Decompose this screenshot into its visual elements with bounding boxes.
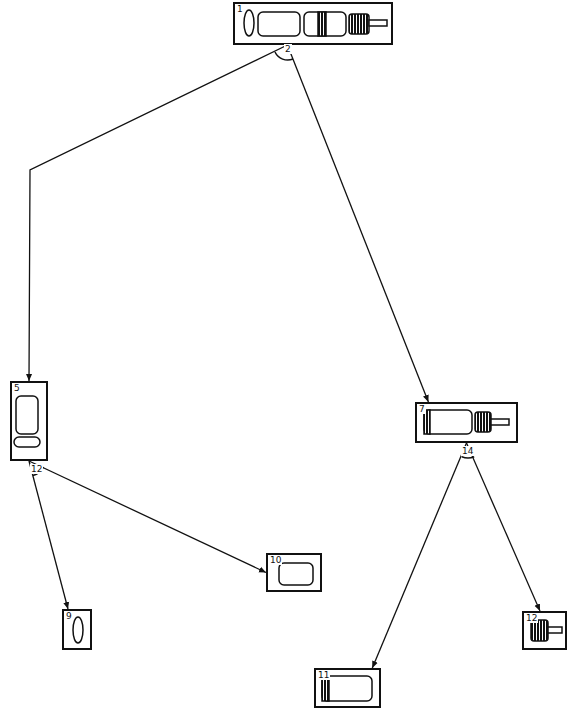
assembly-box: 12 (522, 611, 567, 650)
tree-connector (467, 443, 541, 611)
junction-number: 2 (284, 44, 292, 54)
junction-number: 14 (461, 446, 474, 456)
node-number: 7 (418, 404, 426, 414)
assembly-box: 9 (62, 609, 92, 650)
assembly-box: 11 (314, 668, 381, 708)
full-assembly-icon (244, 10, 387, 36)
barrel-icon (279, 563, 313, 585)
lens-icon (73, 617, 83, 643)
tree-connector (29, 461, 266, 573)
assembly-box: 5 (10, 381, 48, 461)
node-number: 10 (269, 555, 282, 565)
assembly-box: 7 (415, 402, 518, 443)
lens-barrel-icon (14, 396, 40, 447)
tree-connector (29, 45, 287, 381)
gear-shaft-icon (531, 620, 562, 641)
barrel-gear-icon (424, 410, 509, 434)
tree-connector (287, 45, 428, 402)
node-number: 5 (13, 383, 21, 393)
tree-connector (29, 461, 68, 609)
node-number: 12 (525, 613, 538, 623)
node-number: 9 (65, 611, 73, 621)
junction-number: 12 (30, 464, 43, 474)
assembly-box: 10 (266, 553, 322, 592)
tree-connector (372, 443, 466, 668)
node-number: 1 (236, 4, 244, 14)
node-number: 11 (317, 670, 330, 680)
assembly-box: 1 (233, 2, 393, 45)
